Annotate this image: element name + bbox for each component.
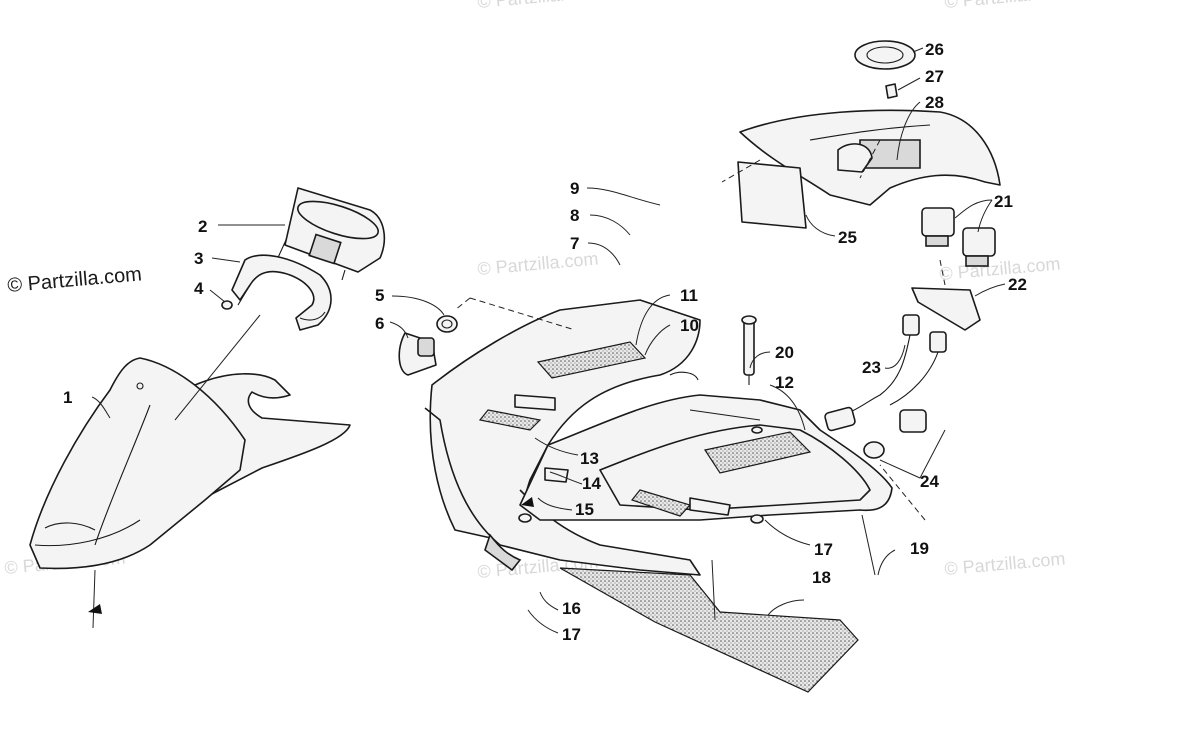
callout-10: 10 xyxy=(680,316,699,335)
callout-18: 18 xyxy=(812,568,831,587)
part-2-gauge xyxy=(275,187,386,281)
callout-14: 14 xyxy=(582,474,601,493)
part-5-6-switch xyxy=(398,315,458,376)
callout-23: 23 xyxy=(862,358,881,377)
watermark-faint: © Partzilla.com xyxy=(477,248,600,278)
callout-7: 7 xyxy=(570,234,579,253)
callout-21: 21 xyxy=(994,192,1013,211)
callout-22: 22 xyxy=(1008,275,1027,294)
part-1-hood xyxy=(29,357,351,629)
callout-19: 19 xyxy=(910,539,929,558)
callout-28: 28 xyxy=(925,93,944,112)
callout-5: 5 xyxy=(375,286,384,305)
callout-9: 9 xyxy=(570,179,579,198)
watermark-faint: © Partzilla.com xyxy=(939,253,1062,283)
callout-6: 6 xyxy=(375,314,384,333)
callout-13: 13 xyxy=(580,449,599,468)
watermark-faint: © Partzilla.com xyxy=(944,548,1067,578)
watermark-faint: © Partzilla.com xyxy=(477,0,600,12)
callout-17-upper: 17 xyxy=(814,540,833,559)
callout-20: 20 xyxy=(775,343,794,362)
main-console xyxy=(424,299,893,576)
callout-4: 4 xyxy=(194,279,204,298)
view-arrow-icon xyxy=(521,497,534,507)
callout-25: 25 xyxy=(838,228,857,247)
callout-labels: 1 2 3 4 5 6 7 8 9 10 11 12 13 14 15 16 1… xyxy=(63,40,1027,644)
callout-2: 2 xyxy=(198,217,207,236)
part-18-trim xyxy=(559,559,859,693)
callout-24: 24 xyxy=(920,472,939,491)
callout-17-lower: 17 xyxy=(562,625,581,644)
callout-15: 15 xyxy=(575,500,594,519)
callout-27: 27 xyxy=(925,67,944,86)
watermark-primary: © Partzilla.com xyxy=(7,263,143,297)
callout-11: 11 xyxy=(680,286,698,305)
part-20-pin xyxy=(741,315,757,385)
view-arrow-icon xyxy=(88,604,102,614)
part-3-bracket xyxy=(231,254,332,331)
part-4-screw xyxy=(174,300,261,421)
callout-16: 16 xyxy=(562,599,581,618)
callout-8: 8 xyxy=(570,206,579,225)
callout-26: 26 xyxy=(925,40,944,59)
callout-1: 1 xyxy=(63,388,72,407)
leader-lines xyxy=(91,47,1006,634)
part-21-24-accessories xyxy=(824,207,996,459)
callout-12: 12 xyxy=(775,373,794,392)
part-28-shroud xyxy=(737,40,1001,229)
callout-3: 3 xyxy=(194,249,203,268)
watermark-faint: © Partzilla.com xyxy=(944,0,1067,12)
